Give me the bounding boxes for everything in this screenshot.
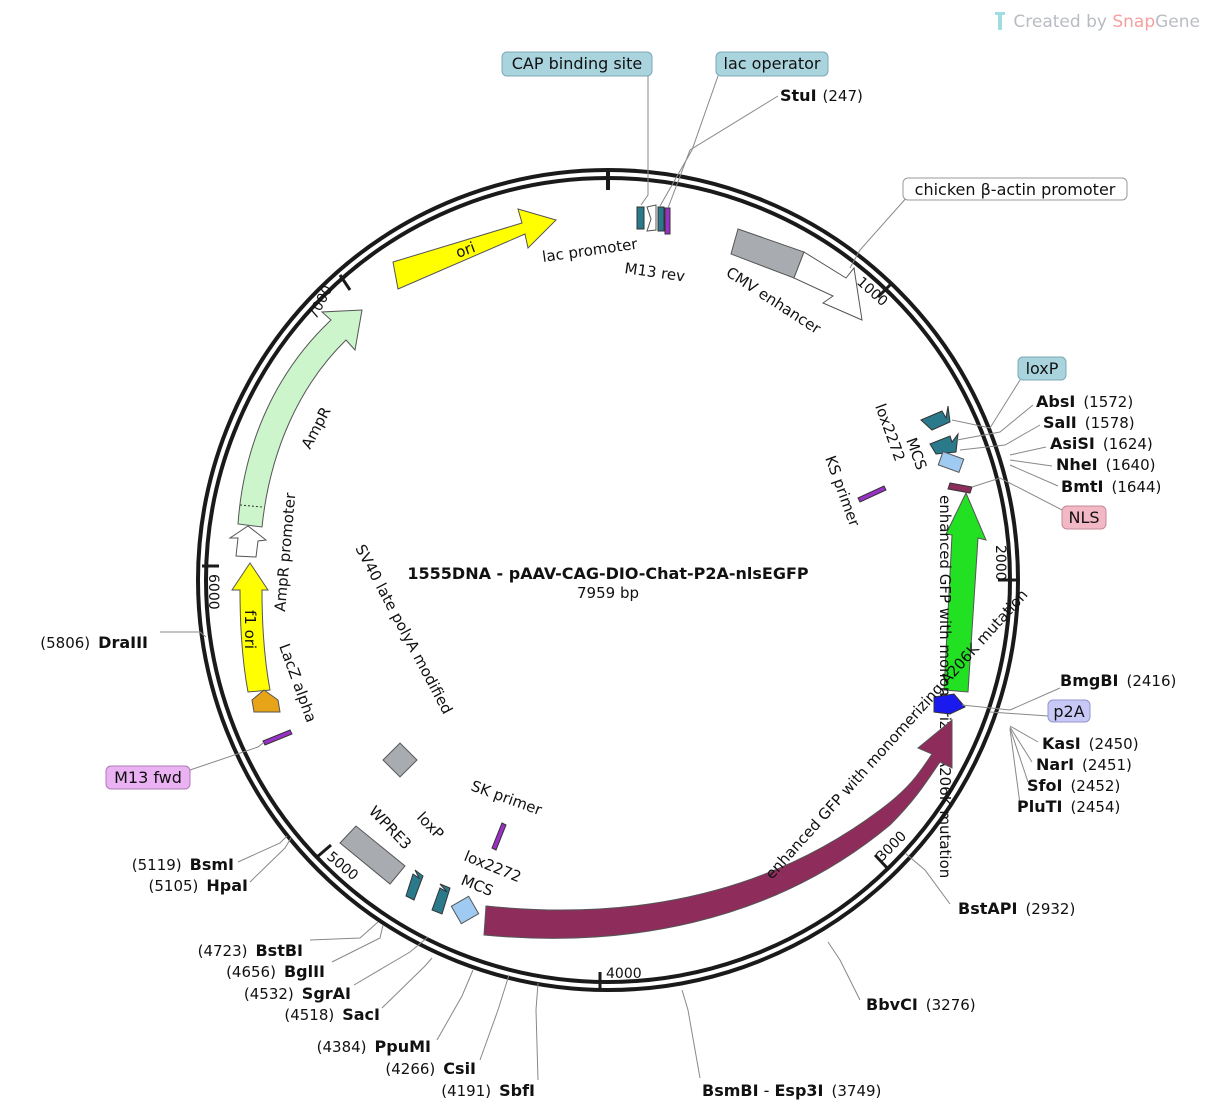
site-bglii[interactable]: (4656)BglII (226, 962, 325, 981)
site-bstbi[interactable]: (4723)BstBI (198, 941, 303, 960)
feature-f1-ori[interactable] (231, 562, 271, 693)
site-bmti[interactable]: BmtI(1644) (1061, 477, 1161, 496)
label-box-m13-fwd (105, 765, 191, 790)
feature-ampr[interactable] (237, 309, 363, 528)
label-nls: NLS (1068, 508, 1099, 527)
feature-lox2272-bottom[interactable] (431, 883, 451, 915)
site-nhei[interactable]: NheI(1640) (1056, 455, 1155, 474)
watermark-brand-gene: Gene (1155, 12, 1200, 32)
label-lac-operator: lac operator (724, 54, 821, 73)
site-bsmbi-esp3i[interactable]: BsmBI - Esp3I(3749) (702, 1081, 881, 1100)
tick-label-4000: 4000 (606, 966, 642, 982)
label-cap-binding-site: CAP binding site (512, 54, 642, 73)
label-box-loxp (1017, 356, 1067, 381)
site-asisi[interactable]: AsiSI(1624) (1050, 434, 1153, 453)
feature-chicken-actin-promoter[interactable] (793, 251, 863, 321)
feature-lacz-alpha-label: LacZ alpha (275, 641, 320, 725)
tick-label-2000: 2000 (992, 545, 1008, 581)
feature-nls[interactable] (947, 482, 973, 494)
label-box-chicken-actin (902, 177, 1128, 201)
feature-lac-operator[interactable] (657, 206, 665, 232)
tick-label-6000: 6000 (205, 574, 221, 610)
site-sali[interactable]: SalI(1578) (1043, 413, 1135, 432)
feature-ampr-promoter[interactable] (228, 525, 268, 558)
feature-egfp-label: enhanced GFP with monomerizing A206K mut… (936, 495, 954, 878)
site-bmgbi[interactable]: BmgBI(2416) (1060, 671, 1176, 690)
feature-ori-label: ori (453, 238, 477, 262)
feature-m13-rev[interactable] (664, 207, 671, 235)
feature-loxp-bottom[interactable] (405, 869, 424, 901)
site-stui[interactable]: StuI(247) (780, 86, 863, 105)
site-sfoi[interactable]: SfoI(2452) (1027, 776, 1120, 795)
feature-sv40-polya[interactable] (382, 742, 418, 778)
label-box-p2a (1047, 699, 1091, 723)
feature-lac-promoter[interactable] (646, 204, 657, 232)
site-bbvci[interactable]: BbvCI(3276) (866, 995, 976, 1014)
sites-left: (5806)DraIII (5119)BsmI (5105)HpaI (4723… (40, 633, 535, 1100)
sites-right: StuI(247) AbsI(1572) SalI(1578) AsiSI(16… (702, 86, 1176, 1100)
feature-wpre3[interactable] (339, 825, 406, 885)
feature-ks-primer[interactable] (857, 485, 887, 503)
label-loxp: loxP (1026, 359, 1059, 378)
site-bsmi[interactable]: (5119)BsmI (132, 855, 234, 874)
site-saci[interactable]: (4518)SacI (284, 1005, 380, 1024)
site-sbfi[interactable]: (4191)SbfI (441, 1081, 535, 1100)
feature-cap-binding-site[interactable] (636, 206, 645, 230)
tick-mark-5000 (316, 843, 332, 859)
label-box-cap-binding-site (501, 51, 653, 77)
site-draiii[interactable]: (5806)DraIII (40, 633, 148, 652)
label-chicken-actin: chicken β-actin promoter (915, 180, 1116, 199)
tick-mark-3000 (873, 853, 891, 872)
feature-lox2272-top-label: lox2272 (871, 401, 908, 463)
feature-ampr-promoter-label: AmpR promoter (271, 491, 299, 612)
site-ppumi[interactable]: (4384)PpuMI (317, 1037, 431, 1056)
feature-mcs-bottom[interactable] (450, 895, 480, 925)
label-box-nls (1061, 505, 1107, 530)
site-kasi[interactable]: KasI(2450) (1042, 734, 1139, 753)
feature-sk-primer[interactable] (491, 822, 507, 851)
watermark-brand-snap: Snap (1112, 12, 1156, 32)
feature-mcs-top[interactable] (937, 451, 965, 473)
feature-ks-primer-label: KS primer (821, 453, 864, 529)
plasmid-name: 1555DNA - pAAV-CAG-DIO-Chat-P2A-nlsEGFP (407, 564, 809, 583)
snapgene-logo-icon (995, 12, 1006, 30)
site-hpai[interactable]: (5105)HpaI (149, 876, 248, 895)
site-pluti[interactable]: PluTI(2454) (1017, 797, 1120, 816)
feature-loxp-top[interactable] (929, 432, 959, 455)
tick-mark-1000 (876, 282, 893, 299)
feature-p2a[interactable] (933, 693, 966, 715)
leader-lines (160, 75, 1067, 1081)
feature-f1-ori-label: f1 ori (241, 610, 259, 649)
plasmid-length: 7959 bp (577, 584, 639, 602)
feature-ori[interactable] (392, 208, 557, 290)
feature-mchat[interactable] (483, 718, 953, 939)
label-box-lac-operator (715, 51, 829, 77)
site-bstapi[interactable]: BstAPI(2932) (958, 899, 1075, 918)
site-csii[interactable]: (4266)CsiI (385, 1059, 476, 1078)
feature-egfp[interactable] (943, 491, 987, 693)
feature-m13-rev-label: M13 rev (623, 259, 686, 285)
site-nari[interactable]: NarI(2451) (1036, 755, 1132, 774)
feature-lacz-alpha[interactable] (251, 689, 281, 713)
site-absi[interactable]: AbsI(1572) (1036, 392, 1133, 411)
feature-ampr-label: AmpR (298, 404, 335, 452)
tick-mark-7000 (338, 274, 352, 291)
label-p2a: p2A (1053, 702, 1084, 721)
label-m13-fwd: M13 fwd (114, 768, 182, 787)
feature-loxp-bottom-label: loxP (413, 808, 447, 843)
feature-m13-fwd[interactable] (262, 729, 293, 746)
site-sgrai[interactable]: (4532)SgrAI (244, 984, 351, 1003)
snapgene-watermark: Created by SnapGene (995, 12, 1200, 32)
watermark-prefix: Created by (1013, 12, 1113, 32)
feature-lox2272-top[interactable] (920, 405, 951, 431)
feature-sk-primer-label: SK primer (469, 777, 545, 820)
feature-mcs-bottom-label: MCS (459, 871, 496, 900)
